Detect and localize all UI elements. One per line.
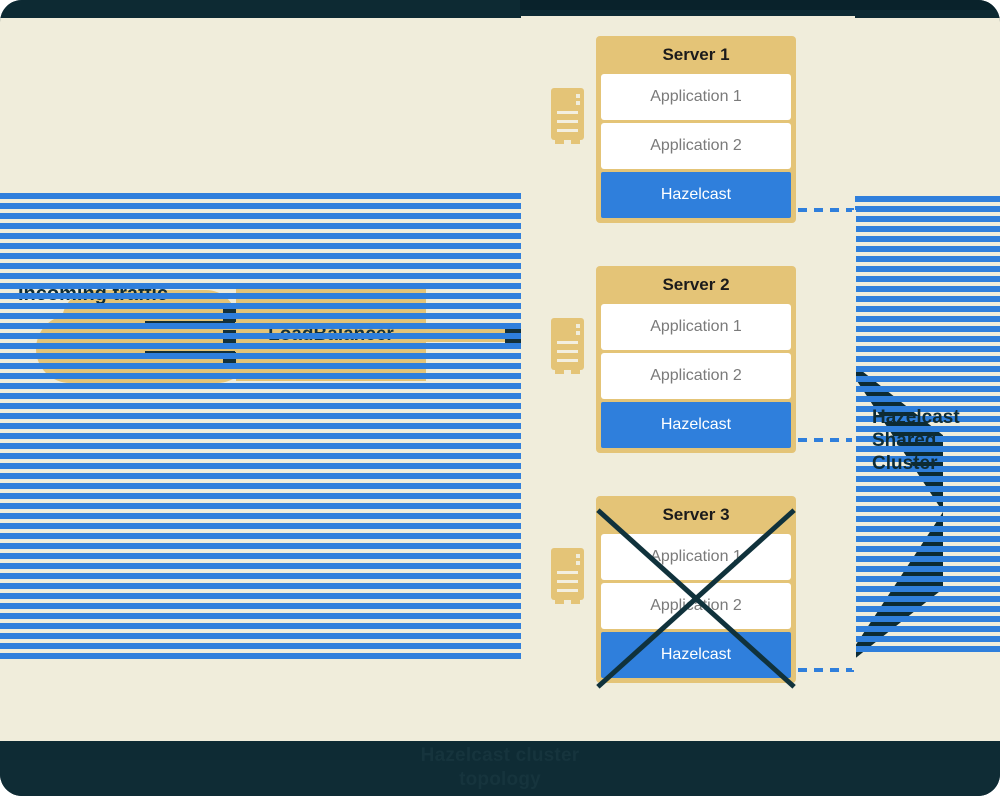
cloud-connector-line-1: [145, 321, 235, 324]
load-balancer-label-line2: Balancer: [313, 324, 394, 345]
server-card[interactable]: Server 2 Application 1 Application 2 Haz…: [596, 266, 796, 453]
server-rack-icon: [551, 318, 584, 374]
application-row[interactable]: Application 2: [601, 353, 791, 399]
footer-caption: Hazelcast cluster topology: [0, 744, 1000, 792]
server-rack-icon: [551, 88, 584, 144]
cluster-link-dots: [798, 438, 854, 442]
application-row[interactable]: Application 1: [601, 304, 791, 350]
application-row[interactable]: Application 2: [601, 123, 791, 169]
server-card[interactable]: Server 3 Application 1 Application 2 Haz…: [596, 496, 796, 683]
hazelcast-member[interactable]: Hazelcast: [601, 172, 791, 218]
cluster-caption-line3: Cluster: [872, 453, 938, 474]
server-rack-icon: [551, 548, 584, 604]
load-balancer-box[interactable]: Load Balancer: [236, 289, 426, 381]
cluster-link-dots: [798, 668, 854, 672]
cloud-connector-line-2: [145, 351, 235, 354]
footer-caption-line2: topology: [459, 769, 541, 790]
cluster-caption-line1: Hazelcast: [872, 407, 960, 428]
server-failed-x-icon: [578, 478, 814, 718]
server-card[interactable]: Server 1 Application 1 Application 2 Haz…: [596, 36, 796, 223]
footer-strip-secondary: [0, 760, 1000, 796]
load-balancer-output-port: [505, 323, 522, 347]
header-strip-secondary: [520, 0, 1000, 10]
cluster-caption-line2: Shared: [872, 430, 937, 451]
server-title: Server 2: [662, 275, 730, 294]
traffic-cloud-label: Incoming traffic: [18, 283, 169, 305]
cluster-caption: Hazelcast Shared Cluster: [872, 406, 1000, 475]
load-balancer-label-line1: Load: [268, 324, 314, 345]
application-row[interactable]: Application 1: [601, 74, 791, 120]
application-row[interactable]: Application 2: [601, 583, 791, 629]
footer-caption-line1: Hazelcast cluster: [420, 745, 580, 766]
cluster-bus-line: [852, 210, 856, 670]
server-title: Server 3: [662, 505, 730, 524]
hazelcast-member[interactable]: Hazelcast: [601, 402, 791, 448]
cluster-link-dots: [798, 208, 854, 212]
server-title: Server 1: [662, 45, 730, 64]
